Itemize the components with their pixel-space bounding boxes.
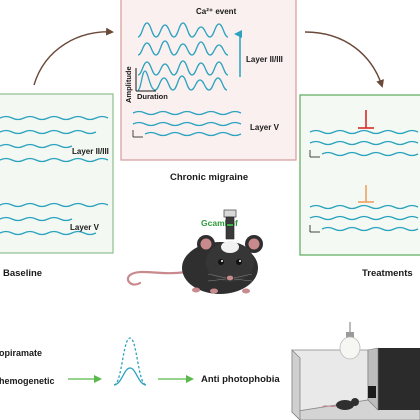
baseline-trace-6 — [0, 216, 73, 222]
mouse-ear-right-inner — [248, 238, 260, 250]
migraine-panel-box — [120, 0, 297, 161]
migraine-traces-layer-lower — [132, 110, 242, 137]
whisker-4 — [233, 278, 253, 282]
treatment-trace-6 — [321, 226, 419, 232]
migraine-title: Chronic migraine — [170, 172, 248, 183]
treatments-title: Treatments — [362, 268, 413, 279]
cranial-window — [221, 241, 239, 253]
arrow-migraine-to-treatments — [304, 31, 384, 88]
migraine-layer-upper-label: Layer II/III — [246, 55, 283, 64]
outcome-label: Anti photophobia — [201, 374, 280, 385]
lamp-bulb — [339, 336, 361, 360]
mouse-head — [206, 242, 254, 282]
mouse-eye-left-glint — [221, 260, 223, 262]
migraine-trace-1 — [137, 22, 229, 38]
migraine-trace-5 — [132, 110, 242, 116]
baseline-trace-1 — [0, 115, 109, 121]
migraine-layer-lower-label: Layer V — [250, 123, 280, 132]
mouse-eye-right-glint — [239, 260, 241, 262]
whisker-1 — [207, 273, 227, 279]
mouse-eye-left — [218, 259, 224, 265]
migraine-panel: Ca²⁺ event Amplitude Duration Layer II/I… — [120, 0, 297, 183]
treatment-trace-2 — [309, 140, 419, 146]
treatment-trace-1 — [309, 129, 419, 135]
divider-opening — [368, 386, 376, 398]
baseline-traces-layer-upper — [0, 115, 109, 163]
treatment-traces-lower — [309, 204, 419, 232]
mouse-paw-front-left — [210, 288, 218, 294]
lamp-socket — [346, 332, 354, 338]
signal-peak-low — [113, 367, 147, 386]
baseline-trace-7 — [0, 230, 97, 236]
bottom-flow: opiramate hemogenetic Anti photophobia — [0, 337, 280, 386]
mouse-eye-right — [236, 259, 242, 265]
baseline-trace-2 — [0, 129, 97, 135]
arrow-baseline-to-migraine — [33, 27, 114, 86]
mouse-paw-front-right — [242, 288, 250, 294]
box-left-wall — [291, 349, 301, 420]
indicator-label: GcamP6f — [201, 218, 238, 228]
mouse-illustration: GcamP6f — [126, 209, 263, 294]
test-mouse-body — [336, 400, 354, 410]
treatment-1-label: opiramate — [0, 348, 42, 358]
migraine-traces-layer-upper — [137, 22, 229, 91]
lens-body — [225, 216, 235, 240]
treatment-trace-4 — [309, 204, 419, 210]
treatment-trace-3 — [321, 151, 419, 157]
ca-event-label: Ca²⁺ event — [196, 7, 237, 16]
migraine-trace-6 — [132, 121, 242, 127]
treatment-2-label: hemogenetic — [0, 376, 55, 386]
baseline-panel: Layer II/III Layer V Baseline — [0, 93, 114, 279]
baseline-layer-upper-label: Layer II/III — [72, 147, 109, 156]
migraine-trace-7 — [144, 131, 242, 137]
duration-label: Duration — [137, 92, 168, 101]
whisker-3 — [233, 273, 253, 279]
migraine-trace-3 — [137, 60, 229, 76]
baseline-trace-4 — [0, 157, 109, 163]
treatment-trace-5 — [309, 215, 419, 221]
treatments-panel-box — [299, 94, 420, 256]
baseline-title: Baseline — [3, 268, 42, 279]
light-dark-box — [291, 322, 420, 420]
baseline-trace-3 — [0, 143, 73, 149]
baseline-trace-5 — [0, 202, 109, 208]
treatment-traces-upper — [309, 129, 419, 157]
baseline-traces-layer-lower — [0, 202, 109, 236]
treatments-panel: Treatments — [299, 94, 420, 279]
amplitude-label: Amplitude — [124, 66, 133, 103]
test-mouse-tail — [321, 405, 337, 408]
mouse-paw-back — [192, 287, 200, 293]
migraine-trace-2 — [137, 40, 229, 56]
dark-compartment — [378, 348, 420, 410]
mouse-ear-left-inner — [200, 238, 212, 250]
signal-reduction-icon — [113, 337, 147, 386]
signal-peak-high — [113, 337, 147, 386]
migraine-trace-4-amplitude-example — [137, 70, 228, 91]
baseline-layer-lower-label: Layer V — [70, 223, 100, 232]
mouse-whiskers — [207, 273, 253, 282]
mouse-nose — [226, 275, 234, 281]
lens-stripe — [227, 224, 233, 226]
mouse-tail — [126, 270, 188, 286]
lens-cap — [223, 209, 237, 218]
divider-wall — [367, 347, 379, 411]
baseline-panel-box — [0, 93, 114, 254]
whisker-2 — [207, 278, 227, 282]
test-mouse-head — [351, 398, 359, 406]
